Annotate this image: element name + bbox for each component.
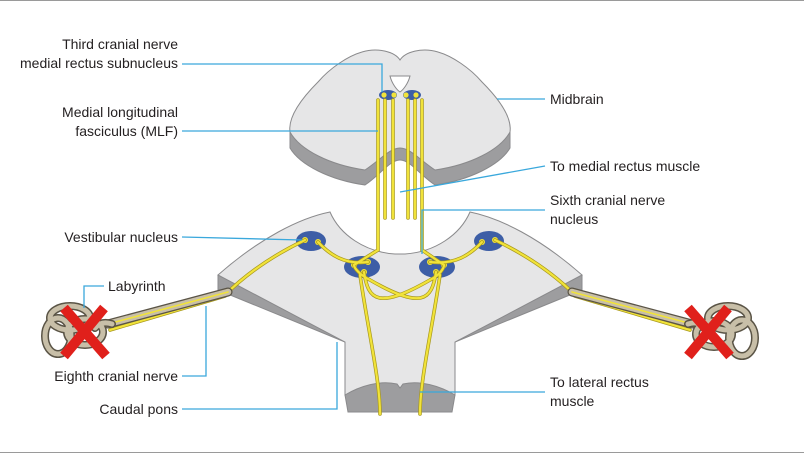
lateral-rectus-fiber-left [358,273,382,416]
oculomotor-dot-4 [413,92,419,98]
midbrain-section [289,49,511,186]
midbrain-top [289,49,511,171]
label-mlf: Medial longitudinal fasciculus (MLF) [62,103,178,141]
label-lateral-rectus-line1: To lateral rectus [550,374,649,390]
vestibular-left-out [223,238,307,297]
leader-labyrinth [83,285,104,308]
label-to-lateral-rectus: To lateral rectus muscle [550,373,649,411]
label-sixth-nerve-line1: Sixth cranial nerve [550,192,666,208]
leader-lines [83,63,546,410]
vestibular-nucleus-right [474,231,504,251]
vestibular-right-cross [428,240,484,264]
label-third-nerve-line2: medial rectus subnucleus [20,55,178,71]
label-mlf-line1: Medial longitudinal [62,104,178,120]
label-midbrain: Midbrain [550,91,604,107]
lateral-rectus-fiber-right [418,273,442,416]
leader-sixth-nerve [421,209,545,254]
bottom-rule [0,452,804,453]
vestibular-right-out [493,238,577,297]
label-vestibular-nucleus: Vestibular nucleus [64,229,178,245]
leader-medial-rectus [399,165,546,193]
red-x-icon [60,304,110,360]
label-mlf-line2: fasciculus (MLF) [75,123,178,139]
label-sixth-nerve-line2: nucleus [550,211,599,227]
label-labyrinth: Labyrinth [108,278,166,294]
red-x-icon-right [684,304,734,360]
oculomotor-dot-3 [403,92,409,98]
vestibular-nucleus-left [296,231,326,251]
abducens-cross-2 [352,263,438,300]
oculomotor-dot-1 [381,92,387,98]
label-lateral-rectus-line2: muscle [550,393,595,409]
leader-caudal-pons [182,342,338,410]
oculomotor-dot-2 [391,92,397,98]
vestibular-left-cross [316,240,370,264]
label-to-medial-rectus: To medial rectus muscle [550,158,701,174]
label-third-nerve-line1: Third cranial nerve [62,36,178,52]
label-sixth-nerve: Sixth cranial nerve nucleus [550,191,665,229]
label-caudal-pons: Caudal pons [99,401,178,417]
mlf-left-fiber [352,98,380,267]
pons-section [217,211,583,413]
cerebral-aqueduct [389,75,411,93]
leader-vestibular [181,236,303,241]
labyrinth-right [684,302,759,360]
label-eighth-nerve: Eighth cranial nerve [54,368,178,384]
abducens-cross-1 [362,263,446,300]
label-third-nerve: Third cranial nerve medial rectus subnuc… [20,35,178,73]
pons-top [217,211,583,396]
leader-third-nerve [182,63,383,92]
top-rule [0,0,804,1]
eighth-nerve-bundles [103,287,697,329]
leader-eighth-nerve [182,306,207,377]
